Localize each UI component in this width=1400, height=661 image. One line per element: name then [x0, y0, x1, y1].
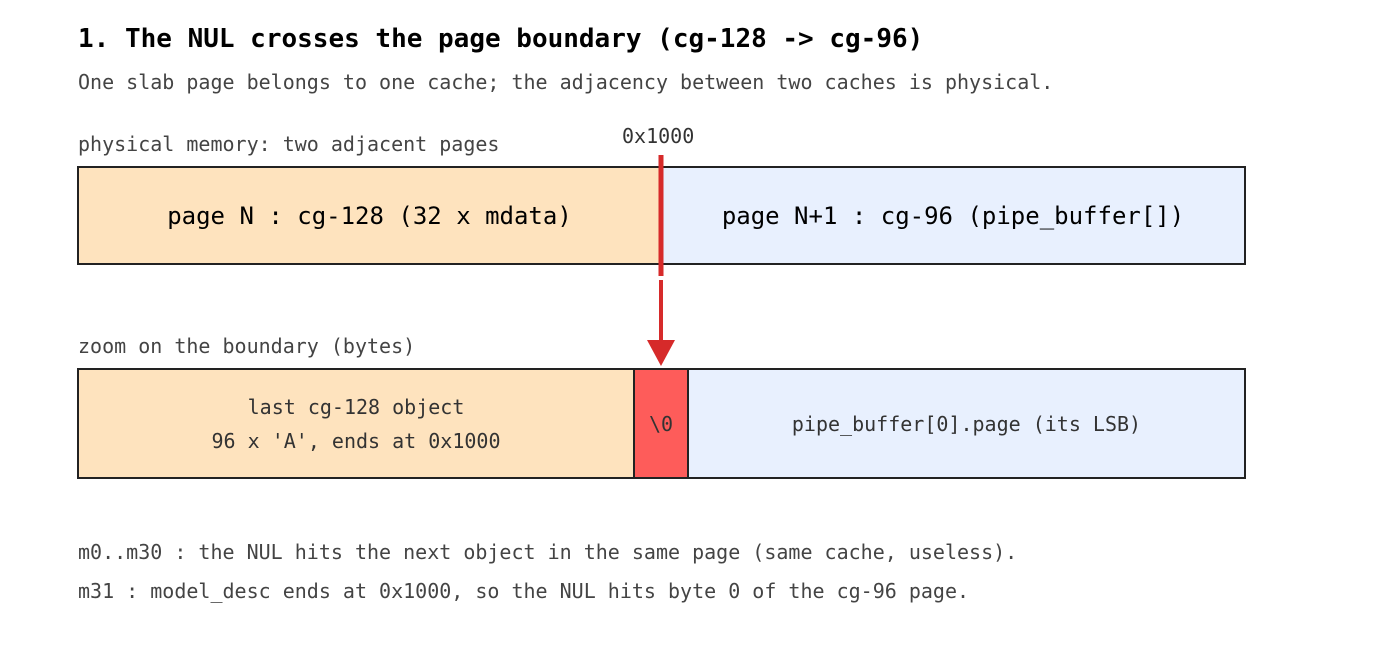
last-object-line2: 96 x 'A', ends at 0x1000: [211, 428, 501, 453]
arrow-head-icon: [647, 340, 675, 366]
pipe-buffer-box: pipe_buffer[0].page (its LSB): [687, 368, 1246, 479]
pipe-buffer-label: pipe_buffer[0].page (its LSB): [791, 411, 1142, 436]
note-line-1: m0..m30 : the NUL hits the next object i…: [78, 540, 1018, 564]
page-n1-label: page N+1 : cg-96 (pipe_buffer[]): [721, 201, 1185, 230]
last-object-line1: last cg-128 object: [247, 394, 465, 419]
zoom-label: zoom on the boundary (bytes): [78, 334, 416, 358]
physical-memory-label: physical memory: two adjacent pages: [78, 132, 500, 156]
note-line-2: m31 : model_desc ends at 0x1000, so the …: [78, 579, 970, 603]
page-n-label: page N : cg-128 (32 x mdata): [167, 201, 572, 230]
page-n1-cg96: page N+1 : cg-96 (pipe_buffer[]): [660, 166, 1246, 265]
nul-byte-label: \0: [648, 411, 674, 436]
page-subtitle: One slab page belongs to one cache; the …: [78, 70, 1054, 94]
page-n-cg128: page N : cg-128 (32 x mdata): [77, 166, 662, 265]
boundary-address-label: 0x1000: [622, 124, 695, 148]
nul-byte-box: \0: [633, 368, 689, 479]
last-cg128-object: last cg-128 object 96 x 'A', ends at 0x1…: [77, 368, 635, 479]
page-title: 1. The NUL crosses the page boundary (cg…: [78, 24, 924, 54]
